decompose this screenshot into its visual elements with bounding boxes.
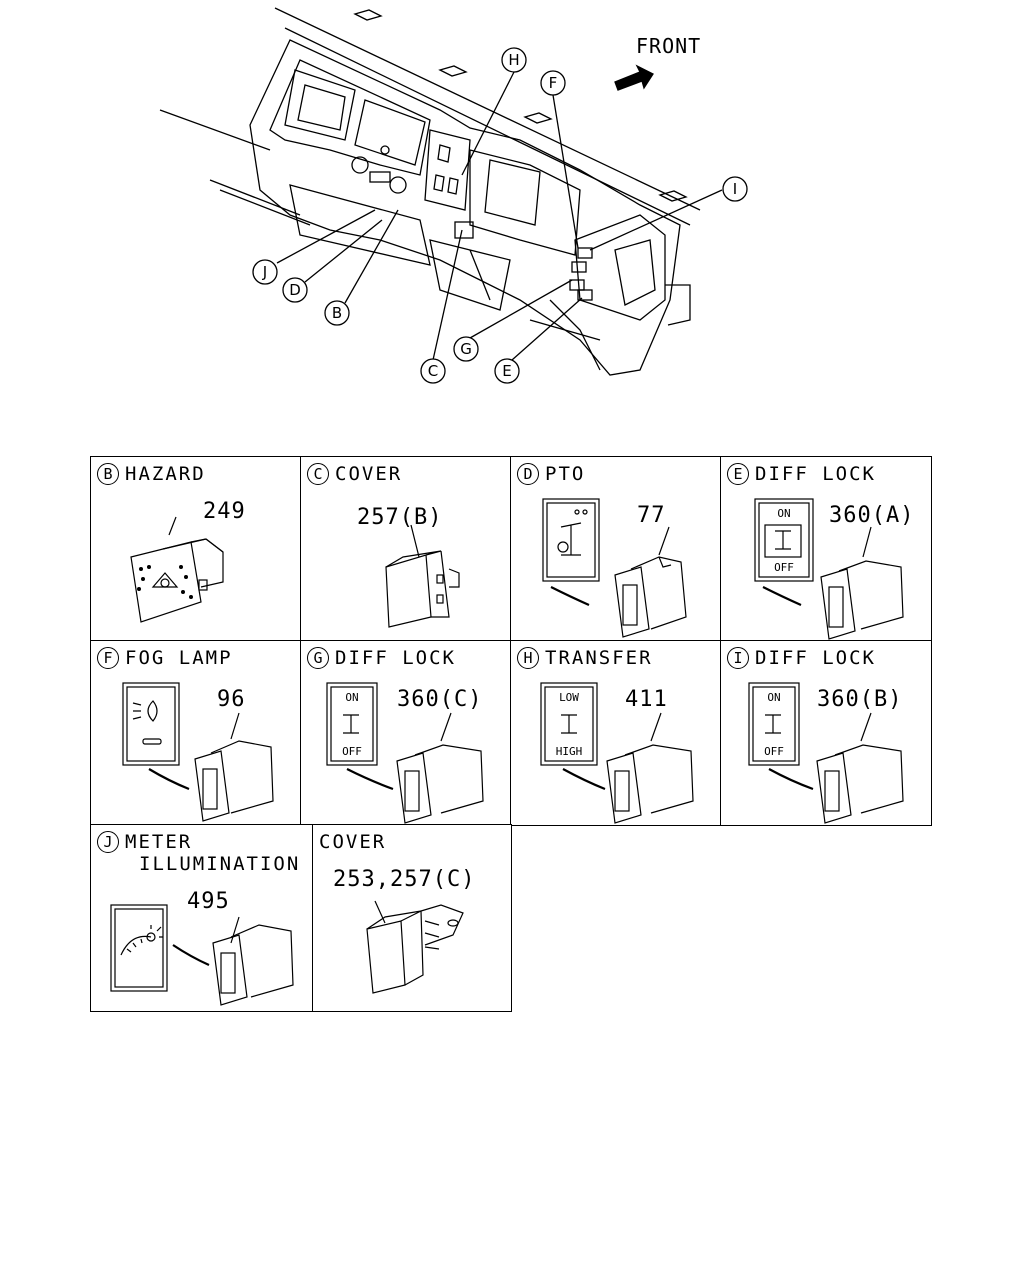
callout-c: C xyxy=(420,358,446,384)
part-h-id: H xyxy=(517,647,539,669)
part-cell-c: C COVER 257(B) xyxy=(300,456,512,642)
part-c-name: COVER xyxy=(335,463,403,485)
part-h-title: H TRANSFER xyxy=(517,647,653,669)
hazard-switch-drawing xyxy=(130,516,224,623)
part-cell-h: LOW HIGH H TRANSFER 411 xyxy=(510,640,722,826)
part-h-number: 411 xyxy=(625,687,668,712)
callout-e-letter: E xyxy=(502,362,511,380)
fog-lamp-switch-drawing xyxy=(122,682,274,822)
part-cell-i: ON OFF I DIFF LOCK 360(B) xyxy=(720,640,932,826)
pto-switch-drawing xyxy=(542,498,687,638)
part-g-number: 360(C) xyxy=(397,687,483,712)
part-d-number: 77 xyxy=(637,503,666,528)
front-label: FRONT xyxy=(636,34,702,58)
part-i-number: 360(B) xyxy=(817,687,903,712)
part-cell-f: F FOG LAMP 96 xyxy=(90,640,302,826)
part-d-name: PTO xyxy=(545,463,586,485)
diff-lock-b-drawing: ON OFF xyxy=(748,682,904,824)
part-b-number: 249 xyxy=(203,499,246,524)
part-cover-c-name: COVER xyxy=(319,831,387,853)
callout-h: H xyxy=(501,47,527,73)
part-g-switch-bottom: OFF xyxy=(342,745,362,758)
callout-h-letter: H xyxy=(508,51,519,69)
dashboard-illustration xyxy=(159,7,723,376)
callout-c-letter: C xyxy=(428,362,438,380)
part-i-switch-top: ON xyxy=(767,691,780,704)
part-e-id: E xyxy=(727,463,749,485)
part-i-id: I xyxy=(727,647,749,669)
part-cell-e: ON OFF E DIFF LOCK 360(A) xyxy=(720,456,932,642)
part-f-number: 96 xyxy=(217,687,246,712)
callout-b-letter: B xyxy=(332,304,342,322)
part-g-title: G DIFF LOCK xyxy=(307,647,456,669)
part-cell-cover-c: COVER 253,257(C) xyxy=(312,824,512,1012)
part-cell-j: J METER ILLUMINATION 495 xyxy=(90,824,314,1012)
part-b-id: B xyxy=(97,463,119,485)
part-d-title: D PTO xyxy=(517,463,585,485)
callout-d: D xyxy=(282,277,308,303)
part-i-name: DIFF LOCK xyxy=(755,647,876,669)
part-cell-d: D PTO 77 xyxy=(510,456,722,642)
part-c-number: 257(B) xyxy=(357,505,443,530)
part-e-title: E DIFF LOCK xyxy=(727,463,876,485)
callout-i: I xyxy=(722,176,748,202)
diff-lock-c-drawing: ON OFF xyxy=(326,682,484,824)
part-c-title: C COVER xyxy=(307,463,402,485)
part-f-title: F FOG LAMP xyxy=(97,647,233,669)
callout-e: E xyxy=(494,358,520,384)
part-d-id: D xyxy=(517,463,539,485)
part-g-name: DIFF LOCK xyxy=(335,647,456,669)
part-cover-c-number: 253,257(C) xyxy=(333,867,476,892)
part-j-title: J METER ILLUMINATION xyxy=(97,831,298,875)
part-c-id: C xyxy=(307,463,329,485)
part-e-switch-bottom: OFF xyxy=(774,561,794,574)
part-b-name: HAZARD xyxy=(125,463,206,485)
callout-f: F xyxy=(540,70,566,96)
part-i-title: I DIFF LOCK xyxy=(727,647,876,669)
part-e-name: DIFF LOCK xyxy=(755,463,876,485)
part-g-switch-top: ON xyxy=(345,691,358,704)
callout-j: J xyxy=(252,259,278,285)
part-j-number: 495 xyxy=(187,889,230,914)
cover-c-drawing xyxy=(366,900,464,994)
callout-d-letter: D xyxy=(289,281,301,299)
part-cell-g: ON OFF G DIFF LOCK 360(C) xyxy=(300,640,512,826)
diff-lock-a-drawing: ON OFF xyxy=(754,498,904,640)
part-j-id: J xyxy=(97,831,119,853)
dashboard-overview: FRONT H F I J D B C G E xyxy=(0,0,1024,430)
callout-b: B xyxy=(324,300,350,326)
part-b-title: B HAZARD xyxy=(97,463,206,485)
callout-f-letter: F xyxy=(549,74,558,92)
callout-g: G xyxy=(453,336,479,362)
part-e-number: 360(A) xyxy=(829,503,915,528)
callout-layer: H F I J D B C G E xyxy=(252,47,748,384)
part-f-id: F xyxy=(97,647,119,669)
part-f-name: FOG LAMP xyxy=(125,647,233,669)
part-g-id: G xyxy=(307,647,329,669)
part-h-name: TRANSFER xyxy=(545,647,653,669)
part-i-switch-bottom: OFF xyxy=(764,745,784,758)
part-e-switch-top: ON xyxy=(777,507,790,520)
callout-j-letter: J xyxy=(262,263,267,281)
part-h-switch-bottom: HIGH xyxy=(556,745,583,758)
part-cover-c-title: COVER xyxy=(319,831,386,853)
part-h-switch-top: LOW xyxy=(559,691,579,704)
callout-g-letter: G xyxy=(460,340,472,358)
cover-b-drawing xyxy=(385,524,460,628)
meter-illumination-switch-drawing xyxy=(110,904,294,1006)
part-cell-b: B HAZARD 249 xyxy=(90,456,302,642)
transfer-switch-drawing: LOW HIGH xyxy=(540,682,694,824)
part-j-name: METER xyxy=(125,831,193,853)
part-j-name-line2: ILLUMINATION xyxy=(139,853,301,875)
callout-i-letter: I xyxy=(733,180,737,198)
